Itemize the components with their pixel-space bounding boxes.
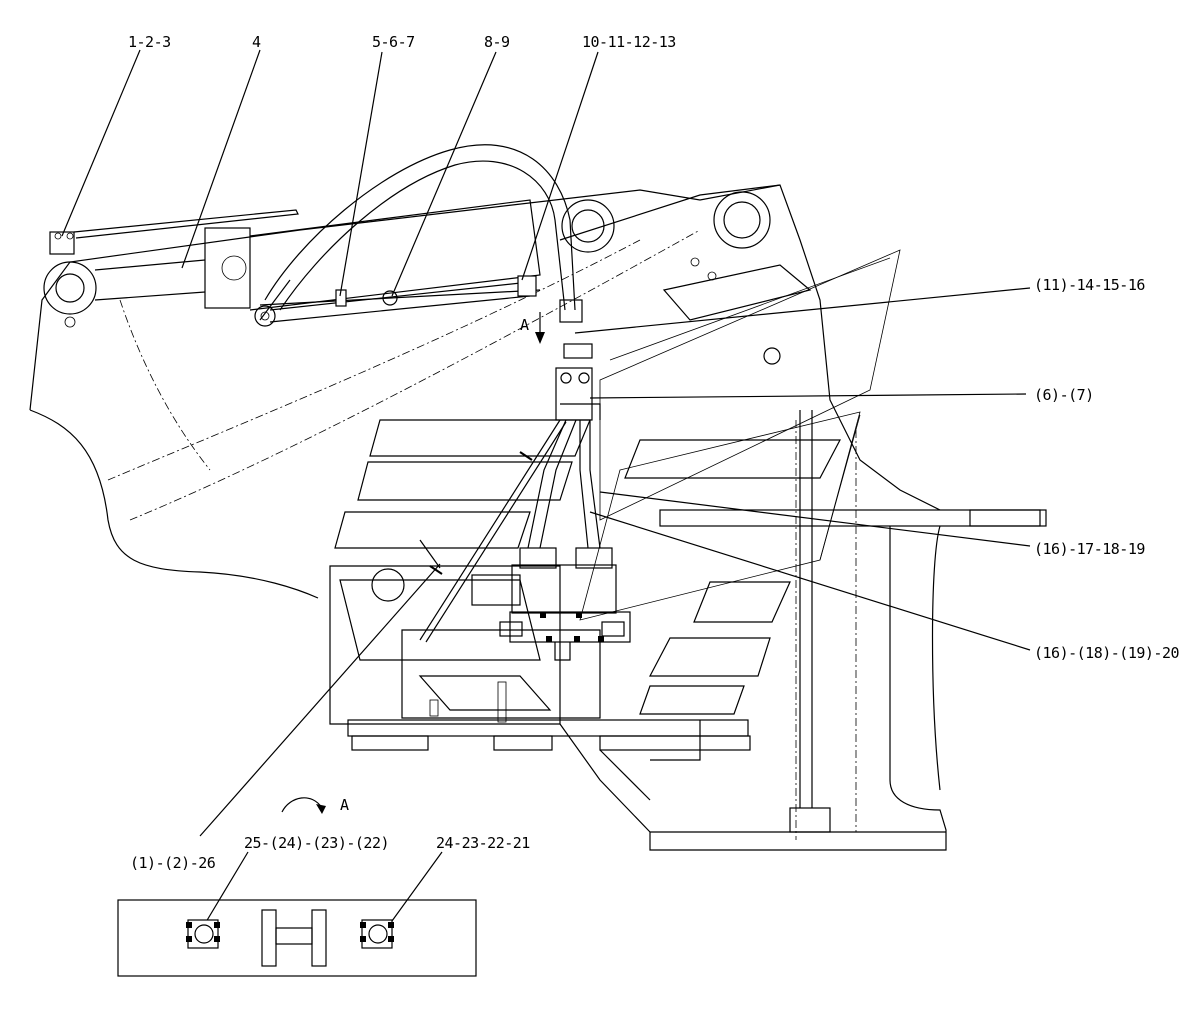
valve-block	[471, 547, 631, 661]
boom-cylinder	[43, 199, 541, 328]
callout-8-9: 8-9	[484, 33, 510, 51]
rotate-arrow	[281, 797, 326, 814]
callout-10-11-12-13: 10-11-12-13	[582, 33, 676, 51]
callout-16-17-18-19: (16)-17-18-19	[1034, 540, 1145, 558]
arm-bracket	[559, 184, 941, 511]
callout-25-24-23-22: 25-(24)-(23)-(22)	[244, 834, 389, 852]
pipe-along-boom	[269, 275, 537, 323]
rotate-arrow-label: A	[340, 796, 349, 814]
callout-11-14-15-16: (11)-14-15-16	[1034, 276, 1145, 294]
long-rod	[419, 419, 567, 643]
stacked-plates	[334, 419, 841, 715]
view-arrow-label: A	[520, 316, 529, 334]
leader-lines	[61, 49, 1031, 933]
view-arrow	[535, 312, 545, 344]
callout-1-2-3: 1-2-3	[128, 33, 171, 51]
callout-6-7: (6)-(7)	[1034, 386, 1094, 404]
pipes-to-valve	[527, 343, 601, 549]
detail-view-box	[117, 899, 477, 977]
clamp-right	[360, 919, 394, 949]
callout-4: 4	[252, 33, 261, 51]
callout-1-2-26: (1)-(2)-26	[130, 854, 216, 872]
support-brackets	[579, 249, 901, 621]
clamp-left	[186, 919, 220, 949]
callout-16-18-19-20: (16)-(18)-(19)-20	[1034, 644, 1179, 662]
callout-5-6-7: 5-6-7	[372, 33, 415, 51]
machine-base	[329, 410, 1047, 851]
hose-loop	[254, 144, 615, 327]
callout-24-23-22-21: 24-23-22-21	[436, 834, 530, 852]
spacer-middle	[261, 909, 327, 967]
